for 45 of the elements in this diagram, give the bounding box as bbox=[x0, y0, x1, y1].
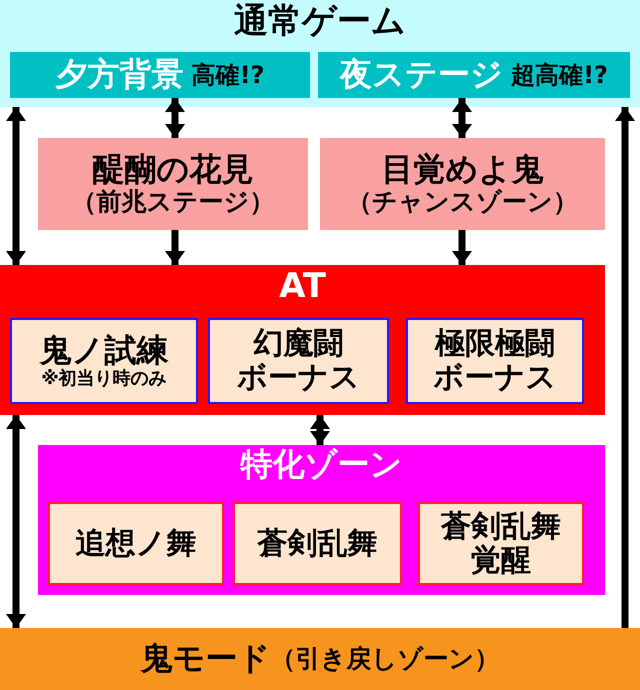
node-label: 鬼モード bbox=[140, 641, 270, 677]
arrow bbox=[452, 230, 472, 265]
node-label: 高確!? bbox=[192, 62, 264, 88]
node-label: 夜ステージ bbox=[340, 57, 504, 93]
node-label: 蒼剣乱舞 bbox=[258, 526, 378, 560]
node-label: AT bbox=[279, 267, 326, 306]
node-label: 幻魔闘 bbox=[254, 327, 344, 361]
node-label: 通常ゲーム bbox=[234, 2, 406, 40]
mode-box bbox=[320, 138, 605, 230]
node-label: 特化ゾーン bbox=[240, 447, 402, 483]
arrow bbox=[310, 415, 330, 445]
mode-box bbox=[48, 502, 224, 585]
node-label: 蒼剣乱舞 bbox=[441, 510, 561, 544]
arrow bbox=[165, 230, 185, 265]
mode-box bbox=[406, 318, 584, 404]
arrow bbox=[6, 415, 26, 628]
mode-panel bbox=[0, 265, 605, 415]
mode-box bbox=[10, 52, 310, 98]
mode-box bbox=[418, 502, 584, 585]
mode-box bbox=[38, 138, 308, 230]
mode-box bbox=[233, 502, 402, 585]
node-label: 追想ノ舞 bbox=[76, 526, 196, 560]
stage-band bbox=[0, 0, 640, 107]
node-label: 鬼ノ試練 bbox=[40, 333, 168, 369]
mode-panel bbox=[38, 445, 605, 595]
arrow bbox=[452, 98, 472, 138]
arrow bbox=[615, 107, 635, 628]
node-label: ボーナス bbox=[434, 361, 556, 395]
node-label: 超高確!? bbox=[511, 62, 608, 88]
node-label: （引き戻しゾーン） bbox=[270, 645, 500, 673]
mode-box bbox=[208, 318, 389, 404]
node-label: ボーナス bbox=[237, 361, 360, 395]
node-label: ※初当り時のみ bbox=[41, 368, 167, 389]
mode-band bbox=[0, 628, 640, 690]
arrow bbox=[165, 98, 185, 138]
node-label: 覚醒 bbox=[471, 544, 531, 578]
mode-box bbox=[10, 318, 198, 404]
mode-box bbox=[318, 52, 630, 98]
node-label: （チャンスゾーン） bbox=[347, 188, 578, 216]
node-label: 夕方背景 bbox=[56, 57, 184, 93]
node-label: 醍醐の花見 bbox=[92, 152, 254, 188]
arrow bbox=[6, 107, 26, 265]
node-label: 極限極闘 bbox=[435, 327, 555, 361]
node-label: 目覚めよ鬼 bbox=[382, 152, 544, 188]
node-label: （前兆ステージ） bbox=[72, 188, 274, 216]
